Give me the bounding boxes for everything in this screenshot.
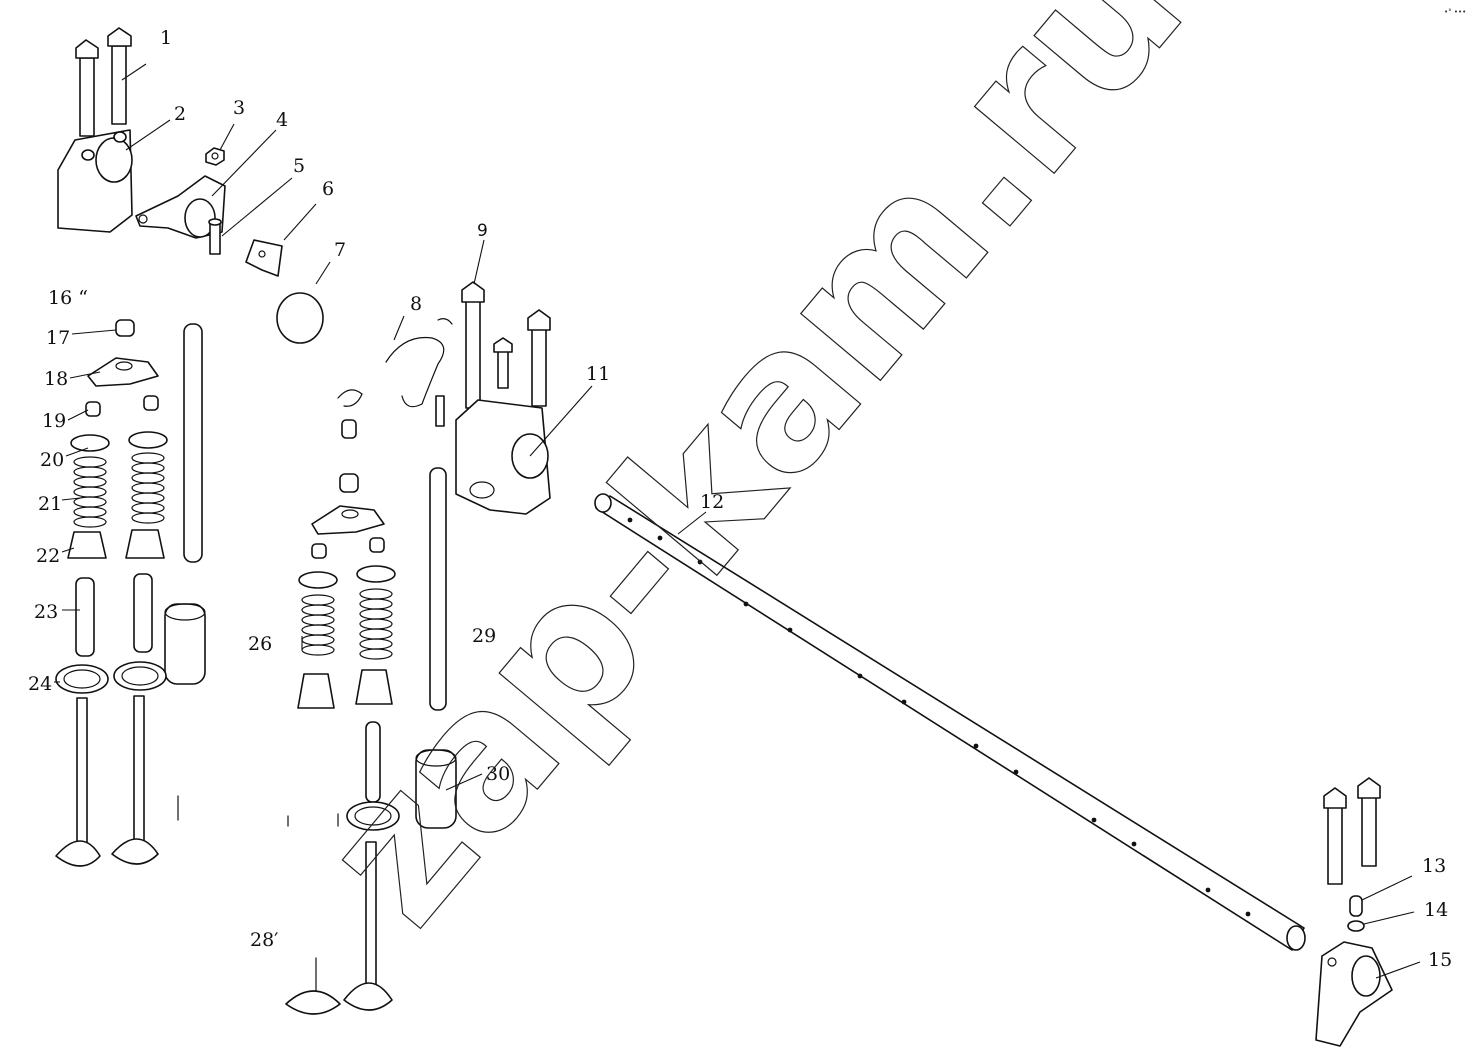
callout-1: 1	[160, 27, 172, 49]
callout-5: 5	[293, 155, 305, 177]
pushrod-29	[429, 467, 447, 711]
bridge-mid	[311, 505, 385, 535]
corner-mark: •° •••	[1444, 8, 1466, 16]
callout-23: 23	[34, 601, 58, 623]
cap-mid	[339, 473, 359, 493]
callout-16: 16 “	[48, 287, 88, 309]
rocker-arm-4	[135, 175, 226, 239]
bolts-right	[1323, 777, 1381, 885]
bridge-18	[87, 357, 159, 387]
rocker-shaft-12	[594, 493, 1306, 951]
bracket-2	[57, 129, 133, 233]
keepers-19	[85, 395, 159, 417]
bolts-9	[461, 281, 551, 409]
pushrod-left	[183, 323, 203, 563]
callout-30: 30	[486, 763, 510, 785]
bolt-pair-1	[75, 27, 132, 137]
callout-20: 20	[40, 449, 64, 471]
sleeve-left	[164, 603, 206, 685]
sleeve-30	[415, 749, 457, 829]
callout-13: 13	[1422, 855, 1446, 877]
callout-12: 12	[700, 491, 724, 513]
seal-set-mid	[297, 669, 393, 709]
callout-8: 8	[410, 293, 422, 315]
callout-17: 17	[46, 327, 70, 349]
roller-7	[276, 292, 324, 344]
callout-3: 3	[233, 97, 245, 119]
washer-14	[1347, 920, 1365, 932]
pin-5	[208, 218, 222, 255]
callout-19: 19	[42, 410, 66, 432]
callout-4: 4	[276, 109, 288, 131]
rocker-8	[337, 318, 453, 408]
callout-9: 9	[477, 221, 488, 241]
guide-set-23	[75, 573, 153, 657]
leader-lines	[54, 63, 1421, 979]
valves-mid	[285, 721, 400, 1015]
callout-18: 18	[44, 368, 68, 390]
seal-set-22	[67, 529, 165, 559]
callout-7: 7	[334, 239, 346, 261]
callout-26: 26	[248, 633, 272, 655]
callout-28: 28′	[250, 929, 279, 951]
clip-6	[245, 239, 283, 277]
callout-29: 29	[472, 625, 496, 647]
callout-22: 22	[36, 545, 60, 567]
callout-11: 11	[586, 363, 610, 385]
watermark: zap-kam.ru	[280, 0, 1225, 964]
spring-set-26	[298, 565, 396, 660]
seat-rings-24	[55, 661, 167, 694]
nut-3	[205, 147, 225, 166]
callout-21: 21	[38, 493, 62, 515]
callout-24: 24	[28, 673, 52, 695]
callout-14: 14	[1424, 899, 1448, 921]
callout-2: 2	[174, 103, 186, 125]
keepers-mid	[311, 537, 385, 559]
pin-13	[1349, 895, 1363, 917]
bracket-15	[1315, 941, 1393, 1047]
spring-set-left	[70, 431, 168, 528]
callout-15: 15	[1428, 949, 1452, 971]
bracket-11	[455, 399, 551, 515]
cap-17	[115, 319, 135, 337]
callout-labels: 1 2 3 4 5 6 7 8 9 11 12 13 14 15 16 “ 17…	[28, 27, 1452, 971]
small-pins	[341, 337, 513, 439]
valves-left	[55, 695, 179, 867]
callout-6: 6	[322, 178, 334, 200]
